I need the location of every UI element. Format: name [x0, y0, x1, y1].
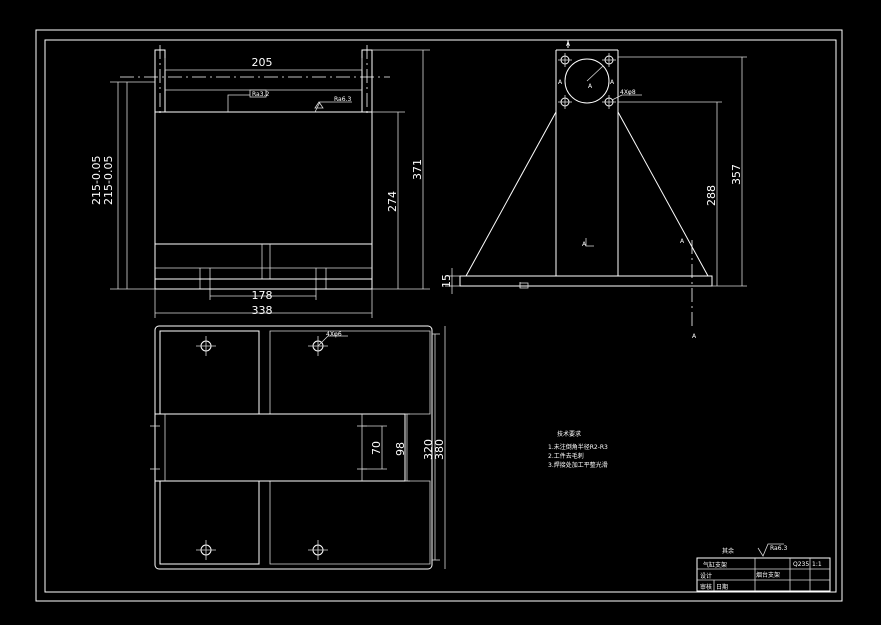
dim-320: 320: [422, 439, 435, 460]
dim-380: 380: [433, 439, 446, 460]
roughness-general: Ra6.3: [770, 545, 787, 552]
dim-15: 15: [440, 274, 453, 288]
roughness-box: Ra3.2: [252, 91, 269, 98]
dim-98: 98: [394, 442, 407, 456]
dim-70: 70: [370, 441, 383, 455]
front-view: 205 215-0.05 215-0.05 274 371 178 338 Ra…: [90, 45, 430, 318]
title-date: 日期: [716, 583, 728, 591]
notes-line-2: 2.工件去毛刺: [548, 452, 584, 460]
dim-215-a: 215-0.05: [90, 156, 103, 205]
notes-line-3: 3.焊接处加工平整光滑: [548, 461, 608, 469]
dim-205: 205: [252, 56, 273, 69]
title-block: Ra6.3 其余 气缸支架 烟台支架 Q235 1:1 设计 审核 日期: [696, 543, 831, 592]
top-hole-note: 4Xφ6: [326, 331, 342, 338]
notes-title: 技术要求: [557, 430, 581, 438]
hatched-section: [154, 111, 373, 245]
dim-215-b: 215-0.05: [102, 156, 115, 205]
dim-178: 178: [252, 289, 273, 302]
section-a-right: A: [610, 79, 615, 86]
inner-frame: [44, 39, 837, 593]
title-material: Q235: [793, 561, 809, 568]
section-a-top: A: [566, 41, 571, 48]
section-a-center: A: [588, 83, 593, 90]
section-a-mid: A: [582, 241, 587, 248]
section-a-bottom: A: [692, 333, 697, 340]
side-view: A A A A A A A 4Xφ8 288 357 15: [440, 40, 747, 340]
title-designer: 设计: [700, 572, 712, 580]
section-a-left: A: [558, 79, 563, 86]
title-part-name: 烟台支架: [756, 571, 780, 579]
section-a-gusset: A: [680, 238, 685, 245]
notes-line-1: 1.未注倒角半径R2-R3: [548, 443, 608, 451]
title-block-label: 其余: [722, 547, 734, 555]
title-school: 气缸支架: [703, 561, 727, 569]
dim-371: 371: [411, 159, 424, 180]
dim-274: 274: [386, 191, 399, 212]
dim-357: 357: [730, 164, 743, 185]
side-hole-note: 4Xφ8: [620, 89, 636, 96]
dim-288: 288: [705, 185, 718, 206]
top-view: 4Xφ6 70 98 320 380: [150, 325, 446, 570]
bore-circle: [564, 58, 610, 104]
dim-338: 338: [252, 304, 273, 317]
outer-frame: [35, 29, 843, 602]
technical-notes: 技术要求 1.未注倒角半径R2-R3 2.工件去毛刺 3.焊接处加工平整光滑: [548, 430, 608, 469]
title-scale: 1:1: [812, 561, 822, 568]
roughness-right: Ra6.3: [334, 96, 351, 103]
title-checker: 审核: [700, 583, 712, 591]
